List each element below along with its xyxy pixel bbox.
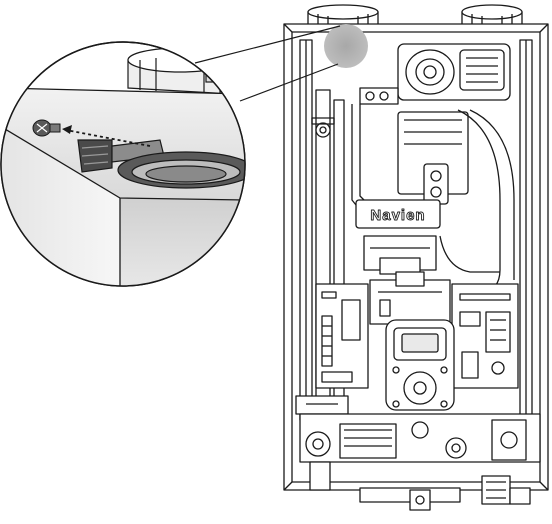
vent-clip (77, 139, 245, 189)
water-heater-unit: Navien (283, 4, 549, 511)
removal-arrow (62, 125, 151, 147)
screw (32, 119, 61, 137)
bottom-manifold (295, 395, 541, 463)
highlight-spot (324, 24, 368, 68)
right-circuit-board (451, 283, 519, 389)
magnified-detail (0, 41, 246, 287)
bottom-connections (309, 461, 531, 511)
front-control-panel (385, 319, 455, 411)
vent-collar-detail (127, 47, 233, 95)
left-circuit-board (315, 283, 369, 389)
blower-assembly (359, 43, 511, 105)
callout-lines (194, 25, 341, 102)
center-panel (369, 271, 451, 325)
brand-label: Navien (370, 207, 425, 224)
